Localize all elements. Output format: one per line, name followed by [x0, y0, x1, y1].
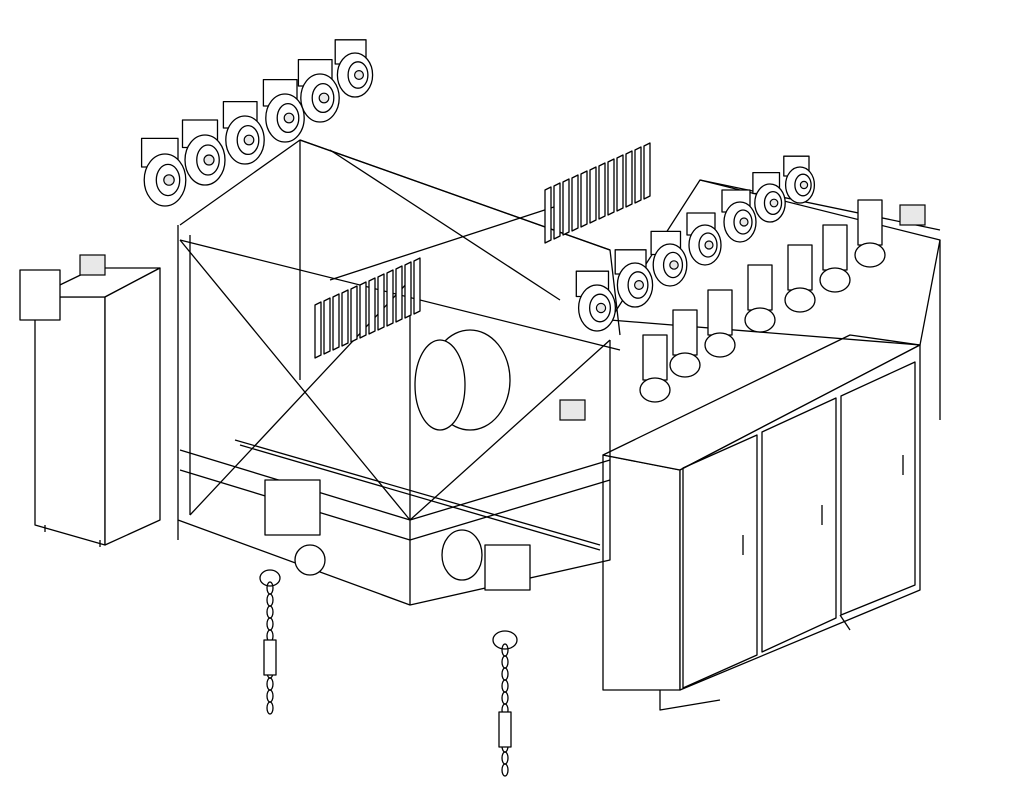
right-wheel-row — [575, 155, 886, 403]
wheel-icon — [614, 249, 654, 308]
gear-motor-icon — [744, 264, 776, 333]
chain-link — [501, 667, 509, 681]
collector-plate — [359, 281, 367, 339]
cable-drum — [414, 329, 511, 581]
left-wheel-row — [140, 39, 374, 207]
chain-link — [501, 655, 509, 669]
wheel-icon — [686, 212, 722, 266]
chain-link — [266, 677, 274, 691]
cabinet-door[interactable] — [840, 361, 916, 616]
cabinet-door[interactable] — [761, 397, 837, 653]
left-electrical-cabinet — [19, 267, 161, 547]
wheel-icon — [297, 58, 340, 123]
collector-plate — [368, 277, 376, 335]
chain-link — [501, 679, 509, 693]
wheel-icon — [650, 230, 688, 287]
collector-plate — [616, 154, 624, 212]
collector-plate — [580, 170, 588, 228]
collector-plate — [571, 174, 579, 232]
collector-plate — [377, 273, 385, 331]
collector-plate — [562, 178, 570, 236]
chain-link — [266, 701, 274, 715]
collector-plate — [350, 285, 358, 343]
chain-link — [266, 689, 274, 703]
collector-plate — [553, 182, 561, 240]
collector-plate — [314, 301, 322, 359]
chain-weight — [498, 711, 512, 748]
right-hoist — [484, 544, 531, 650]
collector-plate — [395, 265, 403, 323]
chain-link — [501, 751, 509, 765]
steel-truss-frame — [177, 139, 621, 606]
buffer-springs — [79, 204, 926, 421]
chain-link — [501, 691, 509, 705]
chain-weight — [263, 639, 277, 676]
collector-plate — [386, 269, 394, 327]
gear-motor-icon — [704, 289, 736, 358]
chain-link — [266, 617, 274, 631]
spring-icon — [559, 399, 586, 421]
collector-combs — [314, 142, 651, 359]
collector-plate — [598, 162, 606, 220]
gear-motor-icon — [784, 244, 816, 313]
collector-plate — [544, 186, 552, 244]
wheel-icon — [721, 189, 757, 243]
gear-motor-icon — [819, 224, 851, 293]
wheel-icon — [262, 78, 305, 143]
left-hoist — [259, 479, 326, 587]
right-electrical-cabinets — [602, 179, 941, 711]
spring-icon — [79, 254, 106, 276]
collector-plate — [643, 142, 651, 200]
wheel-icon — [783, 155, 816, 204]
gear-motor-icon — [669, 309, 701, 378]
pulley — [441, 529, 483, 581]
collector-plate — [323, 297, 331, 355]
wheel-icon — [752, 171, 786, 223]
wheel-icon — [222, 100, 265, 165]
spring-icon — [899, 204, 926, 226]
collector-plate — [404, 261, 412, 319]
left-motor-plate — [19, 269, 61, 321]
collector-plate — [341, 289, 349, 347]
gear-motor-icon — [854, 199, 886, 268]
collector-plate — [625, 150, 633, 208]
collector-plate — [413, 257, 421, 315]
collector-plate — [589, 166, 597, 224]
cabinet-door[interactable] — [682, 434, 758, 689]
wheel-icon — [181, 119, 226, 186]
wheel-icon — [575, 270, 617, 332]
collector-plate — [634, 146, 642, 204]
chain-link — [266, 593, 274, 607]
collector-plate — [607, 158, 615, 216]
right-chain — [498, 643, 512, 777]
gear-motor-icon — [639, 334, 671, 403]
chain-link — [266, 605, 274, 619]
wheel-icon — [140, 137, 187, 207]
chain-link — [501, 763, 509, 777]
wheel-icon — [334, 39, 374, 98]
collector-plate — [332, 293, 340, 351]
left-chain — [263, 581, 277, 715]
